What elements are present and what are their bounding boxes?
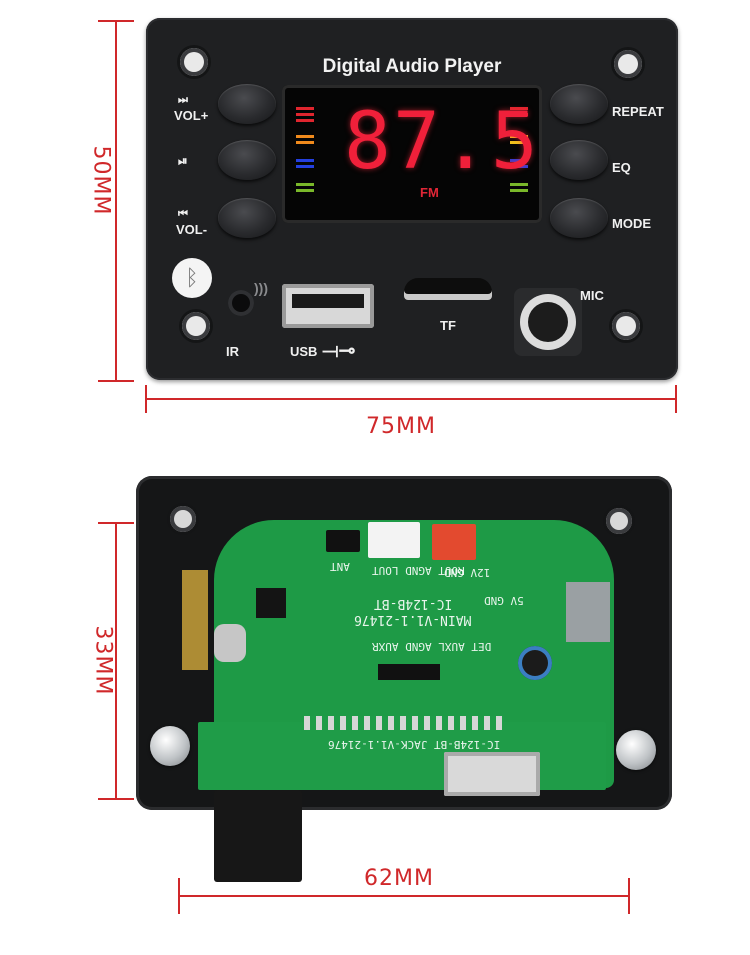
usb-icon: ⟞⊸ [322,340,356,362]
vol-down-prev-button[interactable] [218,198,276,238]
bluetooth-icon: ᛒ [172,258,212,298]
tf-label: TF [440,318,456,333]
front-width-label: 75MM [366,414,436,439]
front-height-tick-top [98,20,134,22]
bluetooth-chip [256,588,286,618]
front-width-tick-left [145,385,147,413]
crystal-oscillator [214,624,246,662]
frequency-readout: 87.5 [344,97,540,187]
panel-title: Digital Audio Player [322,56,502,77]
silk-jack-label: IC-124B-BT JACK-V1.1-21476 [328,738,501,751]
vol-up-label: VOL+ [174,108,209,123]
front-width-line [145,398,677,400]
usb-label: USB [290,344,318,359]
mode-button[interactable] [550,198,608,238]
antenna-trace [182,570,208,670]
back-height-tick-bottom [98,798,134,800]
jack-pcb [198,722,606,790]
silk-model: IC-124B-BT [374,596,453,611]
mount-hole-top-left [180,48,208,76]
silk-aux-labels: DET AUXL AGND AUXR [372,640,492,653]
aux-pin-header [378,664,440,680]
mount-hole-top-right [614,50,642,78]
rear-hole-top-left [170,506,196,532]
ir-label: IR [226,344,239,359]
repeat-button[interactable] [550,84,608,124]
voltage-regulator [566,582,610,642]
led-display: 87.5 FM [282,85,542,223]
silk-power-labels: 12V GND [444,566,491,579]
screw-left [150,726,190,766]
power-connector[interactable] [432,524,476,560]
back-height-tick-top [98,522,134,524]
front-panel: Digital Audio Player ⏭ VOL+ ⏯ ⏮ VOL- 87.… [146,18,678,380]
usb-port[interactable] [282,284,374,328]
eq-label: EQ [612,160,631,175]
next-track-icon: ⏭ [178,94,188,106]
back-width-line [178,895,630,897]
silk-ant-label: ANT [330,560,350,573]
mic-label: MIC [580,288,604,303]
back-height-line [115,522,117,800]
back-height-label: 33MM [90,625,116,696]
capacitor [518,646,552,680]
silk-5v-labels: 5V GND [484,594,524,607]
back-width-tick-left [178,878,180,914]
play-pause-icon: ⏯ [178,154,188,168]
front-height-tick-bottom [98,380,134,382]
rear-hole-top-right [606,508,632,534]
front-height-line [115,20,117,382]
display-pins [304,716,504,730]
rear-usb-port[interactable] [444,752,540,796]
ir-receiver [228,290,254,316]
silk-main: MAIN-V1.1-21476 [354,612,472,627]
ant-pins [326,530,360,552]
repeat-label: REPEAT [612,104,664,119]
audio-header[interactable] [368,522,420,558]
ir-signal-icon: ))) [254,280,268,296]
mount-hole-bottom-left [182,312,210,340]
front-width-tick-right [675,385,677,413]
mount-hole-bottom-right [612,312,640,340]
back-width-tick-right [628,878,630,914]
screw-right [616,730,656,770]
front-height-label: 50MM [88,145,114,216]
mode-label: MODE [612,216,651,231]
eq-button[interactable] [550,140,608,180]
band-indicator: FM [420,185,439,200]
tf-card-slot[interactable] [404,278,492,300]
play-pause-button[interactable] [218,140,276,180]
vol-up-next-button[interactable] [218,84,276,124]
previous-track-icon: ⏮ [178,208,188,220]
vol-down-label: VOL- [176,222,208,237]
rear-mic-jack[interactable] [214,790,302,882]
back-width-label: 62MM [364,866,434,891]
mic-jack[interactable] [514,288,582,356]
